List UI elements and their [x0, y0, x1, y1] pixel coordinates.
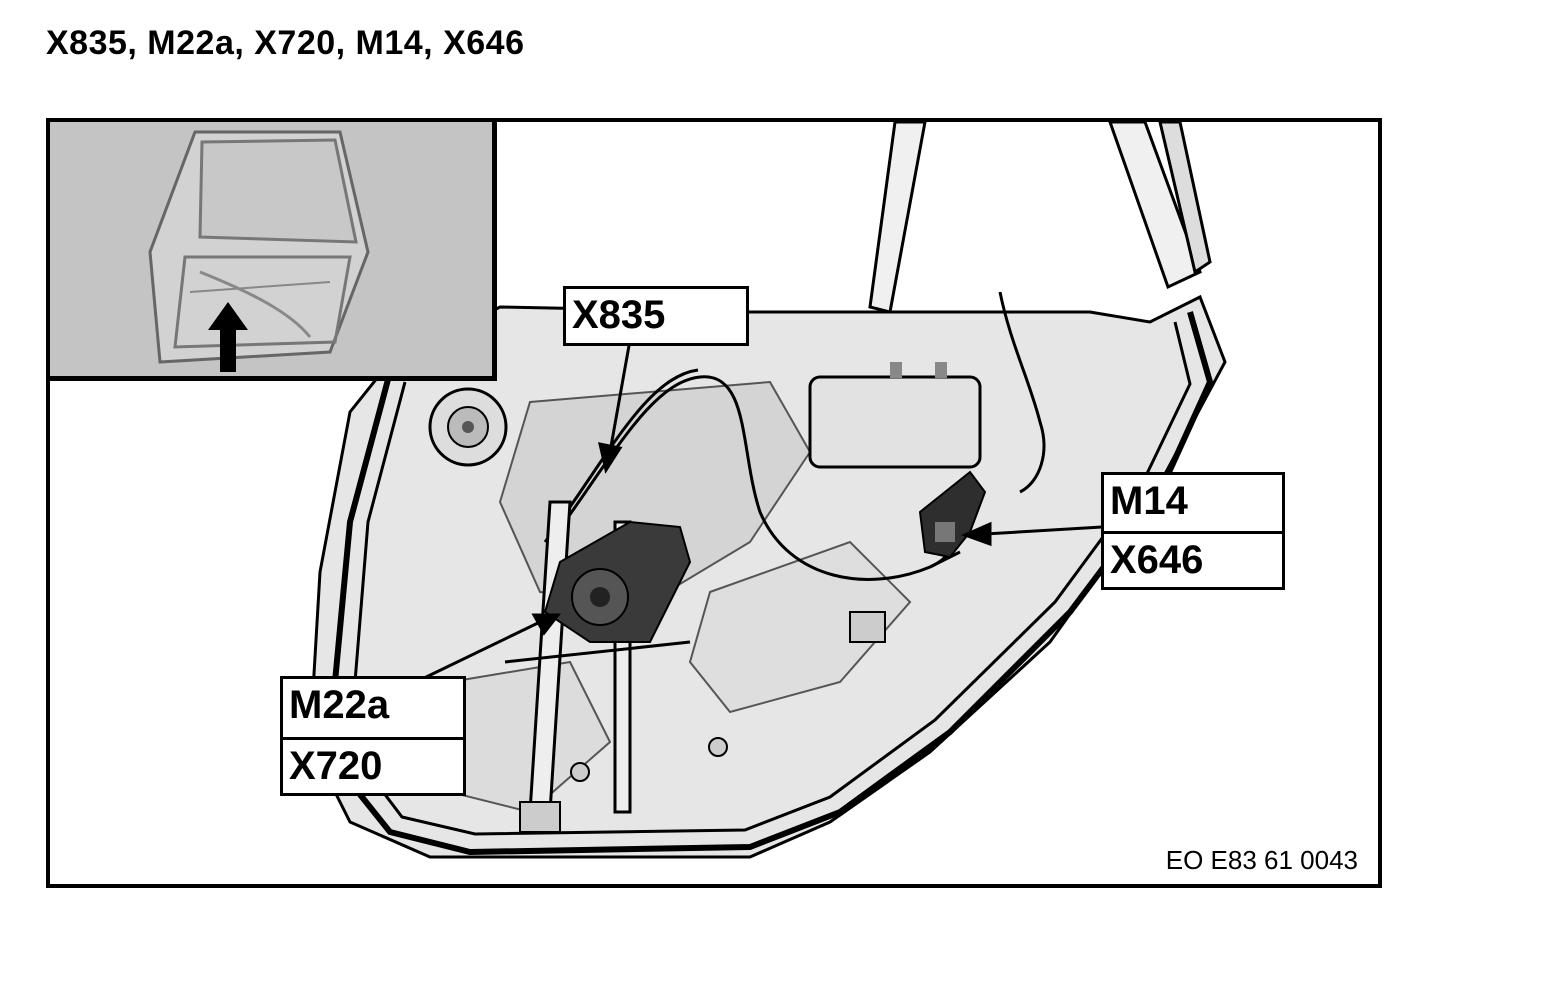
inner-panel: [449, 380, 912, 814]
arrowhead-x835-icon: [598, 442, 623, 474]
leader-m22a: [419, 620, 541, 682]
callout-m14: M14: [1104, 475, 1282, 531]
arrow-up-icon: [208, 302, 248, 372]
callout-x835: X835: [563, 286, 749, 346]
callout-m22a-label: M22a: [289, 683, 390, 727]
callout-m22a-x720: M22a X720: [280, 676, 466, 796]
window-frame: [868, 122, 1212, 314]
inset-illustration: [148, 130, 370, 364]
callout-m14-x646: M14 X646: [1101, 472, 1285, 590]
callout-x720: X720: [283, 737, 463, 796]
leader-arrows: [419, 339, 1103, 682]
brackets: [519, 611, 886, 833]
leader-m14: [984, 525, 1103, 536]
location-inset: [50, 122, 497, 381]
control-module: [808, 362, 982, 469]
arrowhead-m14-icon: [960, 521, 992, 547]
reference-code: EO E83 61 0043: [1165, 845, 1358, 875]
speaker-icon: [428, 387, 508, 467]
callout-m22a: M22a: [283, 679, 463, 737]
arrowhead-m22a-icon: [531, 613, 562, 636]
callout-x720-label: X720: [289, 744, 383, 788]
callout-x835-label: X835: [572, 293, 666, 337]
page-title: X835, M22a, X720, M14, X646: [46, 24, 525, 62]
callout-x646-label: X646: [1110, 538, 1204, 582]
leader-x835: [608, 339, 632, 453]
window-motor-icon: [543, 520, 692, 643]
callout-m14-label: M14: [1110, 479, 1188, 523]
callout-x646: X646: [1104, 531, 1282, 590]
diagram-frame: X835 M14 X646 M22a X720 EO E83 61 0043: [46, 118, 1382, 888]
door-illustration: [308, 122, 1227, 859]
